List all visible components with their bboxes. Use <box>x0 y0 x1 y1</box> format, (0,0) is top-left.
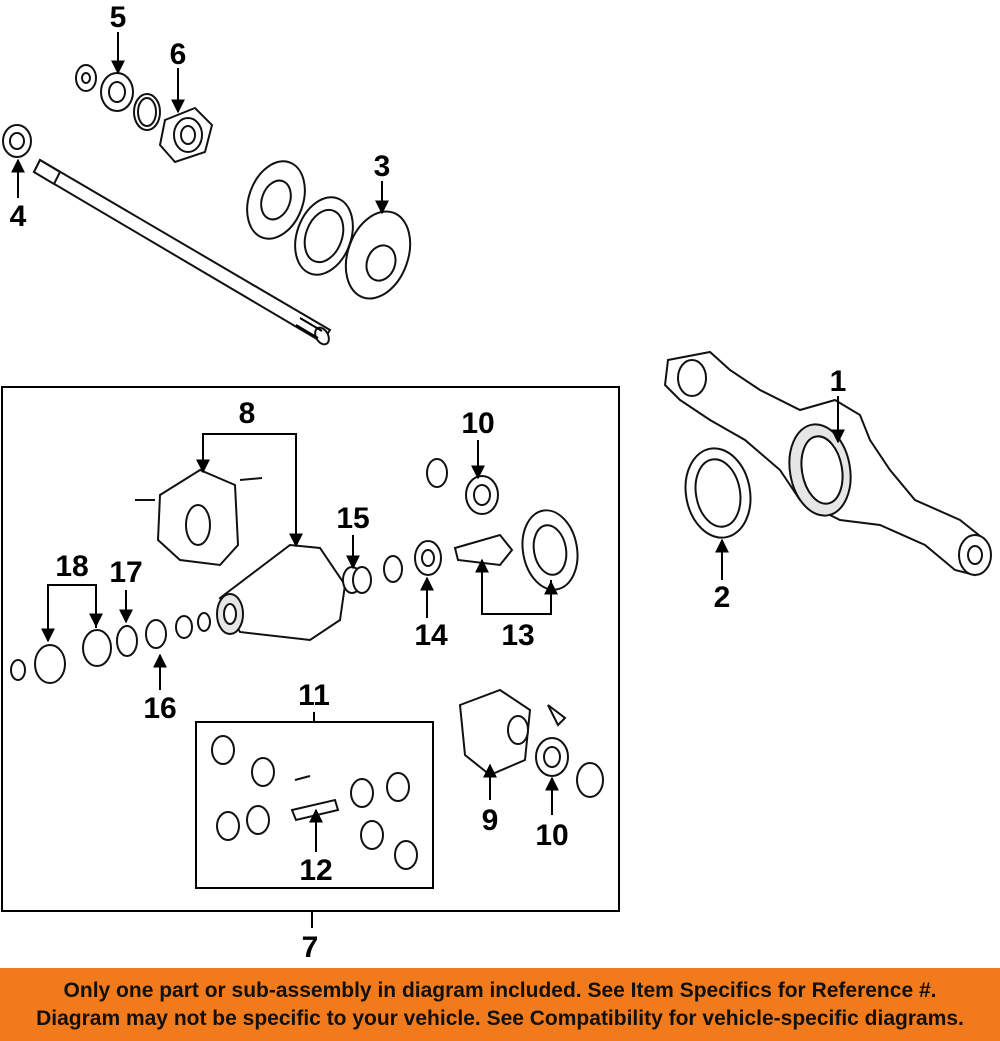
callout-10-top: 10 <box>461 407 494 440</box>
callout-14: 14 <box>414 619 448 652</box>
washer-small <box>75 64 97 92</box>
side-bearing-set-top <box>426 458 499 515</box>
axle-housing <box>663 350 992 577</box>
callout-11: 11 <box>298 679 330 712</box>
pinion-bearing <box>414 540 442 576</box>
callout-17: 17 <box>109 556 142 589</box>
drive-pinion <box>453 533 514 567</box>
side-bearing-set-bottom <box>535 737 604 798</box>
snap-ring <box>133 93 161 131</box>
callout-5: 5 <box>110 1 127 34</box>
axle-shaft <box>32 158 332 346</box>
callout-6: 6 <box>170 38 187 71</box>
callout-2: 2 <box>714 581 731 614</box>
brake-backing-plate <box>344 210 412 300</box>
disclaimer-line-2: Diagram may not be specific to your vehi… <box>36 1007 964 1030</box>
pinion-washer <box>383 555 403 583</box>
callout-10-bottom: 10 <box>535 819 568 852</box>
callout-13: 13 <box>501 619 534 652</box>
bearing-retainer <box>158 106 214 164</box>
exploded-parts-diagram: 5 6 4 3 1 2 8 10 15 17 18 14 13 16 11 9 … <box>1 1 992 964</box>
housing-gasket <box>684 447 752 539</box>
callout-12: 12 <box>299 854 332 887</box>
carrier-housing <box>216 543 347 642</box>
callout-9: 9 <box>482 804 499 837</box>
companion-flange-parts <box>10 612 211 684</box>
callout-4: 4 <box>10 200 27 233</box>
callout-labels: 5 6 4 3 1 2 8 10 15 17 18 14 13 16 11 9 … <box>10 1 847 964</box>
disclaimer-banner: Only one part or sub-assembly in diagram… <box>0 968 1000 1041</box>
callout-1: 1 <box>830 365 847 398</box>
differential-gear-set <box>211 735 418 870</box>
pinion-spacer <box>342 566 372 594</box>
carrier-assembly-box <box>1 386 620 912</box>
differential-case <box>458 688 567 777</box>
backing-plate-gasket <box>246 160 306 240</box>
callout-3: 3 <box>374 150 391 183</box>
gasket-plate <box>294 196 354 276</box>
callout-18: 18 <box>55 550 88 583</box>
callout-7: 7 <box>302 931 319 964</box>
ring-gear <box>521 509 579 591</box>
bearing-cap-set <box>135 468 263 567</box>
axle-bearing <box>100 72 134 112</box>
callout-arrows <box>11 32 845 928</box>
callout-15: 15 <box>336 502 369 535</box>
disclaimer-line-1: Only one part or sub-assembly in diagram… <box>63 979 937 1002</box>
callout-8: 8 <box>239 397 256 430</box>
callout-16: 16 <box>143 692 176 725</box>
inner-oil-seal <box>2 124 32 158</box>
